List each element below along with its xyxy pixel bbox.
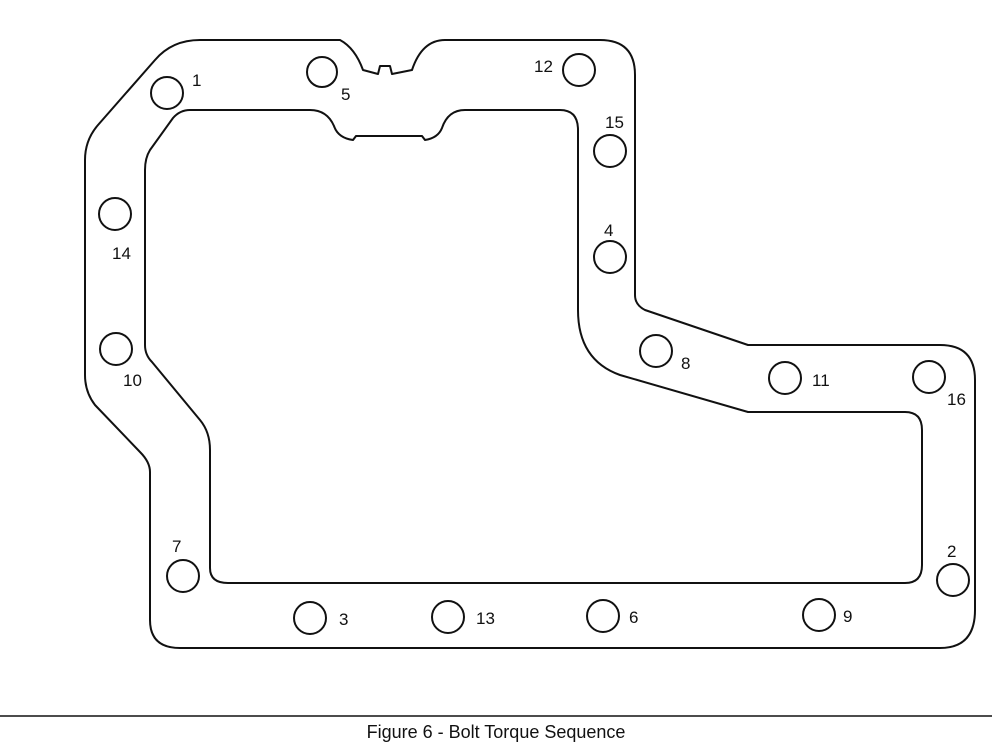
bolt-label-6: 6 [629, 608, 638, 627]
bolt-hole-11 [768, 361, 802, 395]
bolt-label-9: 9 [843, 607, 852, 626]
bolt-label-5: 5 [341, 85, 350, 104]
bolt-hole-13 [431, 600, 465, 634]
gasket-inner-outline [144, 109, 923, 584]
bolt-label-3: 3 [339, 610, 348, 629]
bolt-hole-1 [150, 76, 184, 110]
bolt-hole-6 [586, 599, 620, 633]
bolt-hole-4 [593, 240, 627, 274]
bolt-hole-14 [98, 197, 132, 231]
bolt-hole-8 [639, 334, 673, 368]
bolt-label-14: 14 [112, 244, 131, 263]
bolt-hole-10 [99, 332, 133, 366]
bolt-label-12: 12 [534, 57, 553, 76]
bolt-hole-12 [562, 53, 596, 87]
bolt-hole-15 [593, 134, 627, 168]
gasket-outer-outline [84, 39, 976, 649]
bolt-label-4: 4 [604, 221, 613, 240]
bolt-label-15: 15 [605, 113, 624, 132]
bolt-label-13: 13 [476, 609, 495, 628]
bolt-label-1: 1 [192, 71, 201, 90]
bolt-label-10: 10 [123, 371, 142, 390]
bolt-label-2: 2 [947, 542, 956, 561]
bolt-hole-16 [912, 360, 946, 394]
bolt-label-8: 8 [681, 354, 690, 373]
bolt-hole-7 [166, 559, 200, 593]
bolt-hole-9 [802, 598, 836, 632]
figure-caption: Figure 6 - Bolt Torque Sequence [366, 722, 626, 742]
bolt-hole-2 [936, 563, 970, 597]
bolt-label-11: 11 [812, 371, 830, 390]
bolt-hole-5 [306, 56, 338, 88]
bolt-hole-3 [293, 601, 327, 635]
bolt-label-7: 7 [172, 537, 181, 556]
bolt-label-16: 16 [947, 390, 966, 409]
